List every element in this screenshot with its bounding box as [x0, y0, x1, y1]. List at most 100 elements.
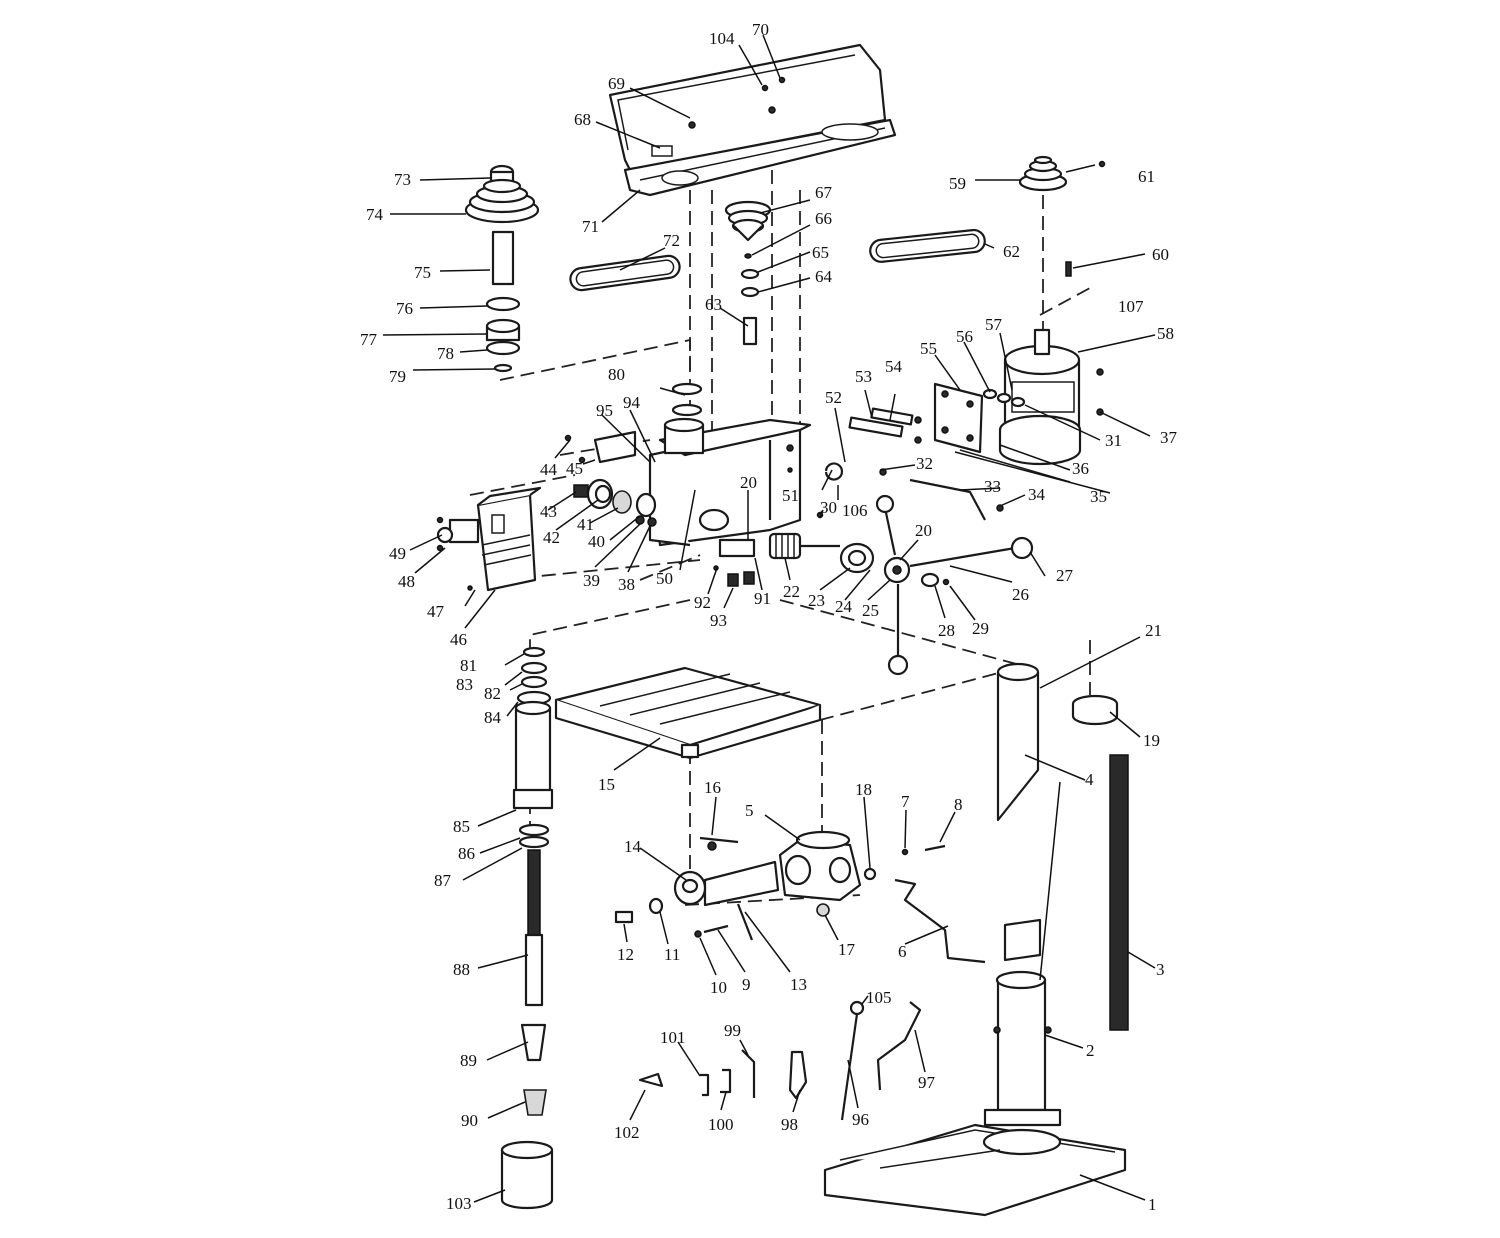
part-label-37: 37: [1160, 428, 1178, 447]
part-label-53: 53: [855, 367, 872, 386]
part-label-11: 11: [664, 945, 680, 964]
part-label-60: 60: [1152, 245, 1169, 264]
part-label-59: 59: [949, 174, 966, 193]
part-label-6: 6: [898, 942, 907, 961]
part-label-71: 71: [582, 217, 599, 236]
motor-pulley: [1018, 155, 1106, 277]
part-label-76: 76: [396, 299, 413, 318]
part-label-75: 75: [414, 263, 431, 282]
center-pulley: [724, 200, 772, 346]
part-label-86: 86: [458, 844, 475, 863]
part-label-35: 35: [1090, 487, 1107, 506]
part-label-21: 21: [1145, 621, 1162, 640]
part-label-94: 94: [623, 393, 641, 412]
tools: [638, 1000, 922, 1121]
part-label-48: 48: [398, 572, 415, 591]
part-label-70: 70: [752, 20, 769, 39]
part-label-80: 80: [608, 365, 625, 384]
part-label-3: 3: [1156, 960, 1165, 979]
part-label-97: 97: [918, 1073, 936, 1092]
part-label-57: 57: [985, 315, 1003, 334]
part-label-105: 105: [866, 988, 892, 1007]
part-label-82: 82: [484, 684, 501, 703]
part-label-51: 51: [782, 486, 799, 505]
part-label-68: 68: [574, 110, 591, 129]
part-label-19: 19: [1143, 731, 1160, 750]
switch-box: [436, 486, 542, 592]
part-label-77: 77: [360, 330, 378, 349]
part-label-20b: 20: [915, 521, 932, 540]
part-label-99: 99: [724, 1021, 741, 1040]
spindle-pulley-stack: [464, 164, 540, 373]
part-label-14: 14: [624, 837, 642, 856]
part-label-17: 17: [838, 940, 856, 959]
part-label-43: 43: [540, 502, 557, 521]
work-table: [554, 666, 822, 760]
part-label-49: 49: [389, 544, 406, 563]
part-label-44: 44: [540, 460, 558, 479]
part-label-85: 85: [453, 817, 470, 836]
part-label-18: 18: [855, 780, 872, 799]
part-label-79: 79: [389, 367, 406, 386]
part-label-98: 98: [781, 1115, 798, 1134]
part-label-13: 13: [790, 975, 807, 994]
part-label-84: 84: [484, 708, 502, 727]
part-label-26: 26: [1012, 585, 1029, 604]
part-label-96: 96: [852, 1110, 869, 1129]
part-label-34: 34: [1028, 485, 1046, 504]
part-label-20a: 20: [740, 473, 757, 492]
part-label-69: 69: [608, 74, 625, 93]
part-label-33: 33: [984, 477, 1001, 496]
part-label-5: 5: [745, 801, 754, 820]
spindle-quill-parts: [500, 646, 554, 1210]
head-casting: [648, 382, 824, 547]
part-label-54: 54: [885, 357, 903, 376]
part-label-22: 22: [783, 582, 800, 601]
part-label-36: 36: [1072, 459, 1089, 478]
part-label-106: 106: [842, 501, 868, 520]
part-label-50: 50: [656, 569, 673, 588]
part-label-1: 1: [1148, 1195, 1157, 1214]
part-label-58: 58: [1157, 324, 1174, 343]
part-label-12: 12: [617, 945, 634, 964]
part-label-78: 78: [437, 344, 454, 363]
part-label-45: 45: [566, 459, 583, 478]
part-label-90: 90: [461, 1111, 478, 1130]
part-label-87: 87: [434, 871, 452, 890]
part-label-25: 25: [862, 601, 879, 620]
part-label-16: 16: [704, 778, 721, 797]
head-side-parts: [564, 430, 657, 527]
part-label-100: 100: [708, 1115, 734, 1134]
part-label-32: 32: [916, 454, 933, 473]
part-label-30: 30: [820, 498, 837, 517]
part-label-83: 83: [456, 675, 473, 694]
part-label-9: 9: [742, 975, 751, 994]
part-label-104: 104: [709, 29, 735, 48]
part-label-38: 38: [618, 575, 635, 594]
part-label-46: 46: [450, 630, 467, 649]
part-label-72: 72: [663, 231, 680, 250]
part-label-39: 39: [583, 571, 600, 590]
part-label-92: 92: [694, 593, 711, 612]
column-and-rack: [983, 662, 1129, 1127]
part-label-42: 42: [543, 528, 560, 547]
part-label-103: 103: [446, 1194, 472, 1213]
part-label-91: 91: [754, 589, 771, 608]
motor: [998, 328, 1104, 466]
part-label-29: 29: [972, 619, 989, 638]
part-label-64: 64: [815, 267, 833, 286]
part-label-23: 23: [808, 591, 825, 610]
motor-mount-plate: [848, 382, 1071, 483]
part-label-10: 10: [710, 978, 727, 997]
part-label-101: 101: [660, 1028, 686, 1047]
part-label-62: 62: [1003, 242, 1020, 261]
part-label-2: 2: [1086, 1041, 1095, 1060]
part-number-labels: 1 2 3 4 5 6 7 8 9 10 11 12 13 14 15 16 1…: [360, 20, 1178, 1214]
part-label-67: 67: [815, 183, 833, 202]
part-label-31: 31: [1105, 431, 1122, 450]
part-label-56: 56: [956, 327, 973, 346]
part-label-73: 73: [394, 170, 411, 189]
leader-lines: [382, 34, 1156, 1203]
part-label-65: 65: [812, 243, 829, 262]
